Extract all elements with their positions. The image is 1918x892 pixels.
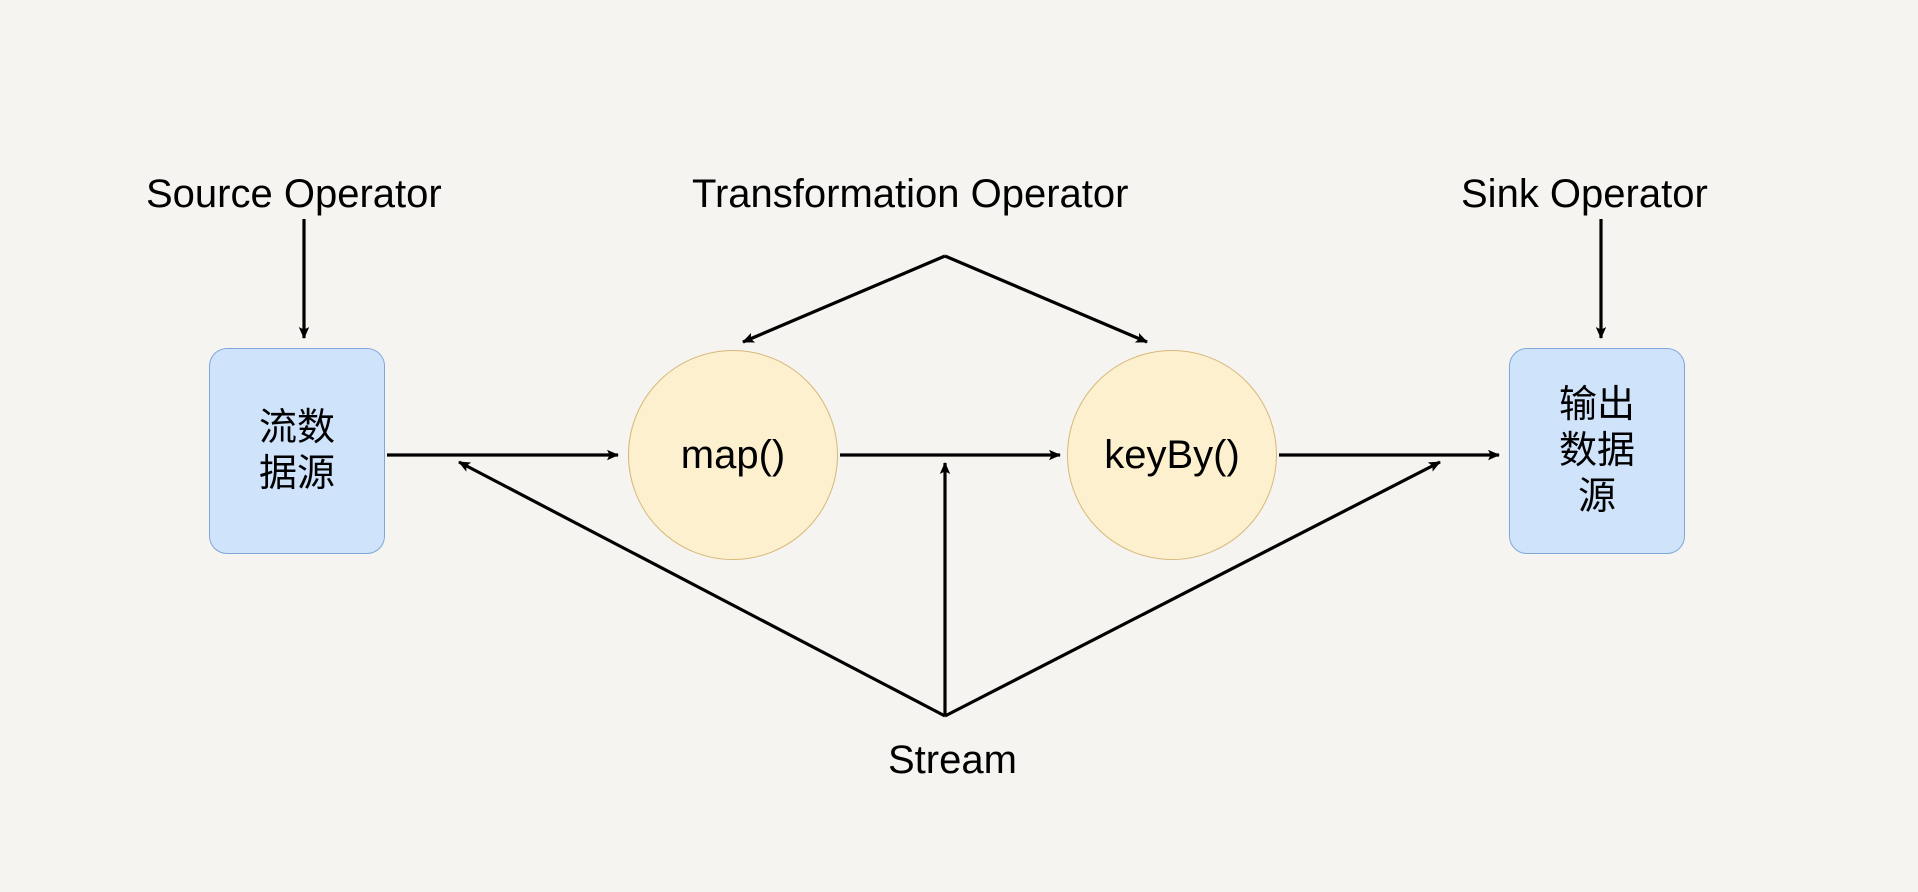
edge-stream-to-sink-edge — [944, 460, 1441, 718]
node-keyby-label: keyBy() — [1068, 351, 1276, 559]
edge-transformation-to-keyby — [944, 254, 1148, 344]
annotation-sink-operator: Sink Operator — [1461, 172, 1708, 216]
node-source-label: 流数 据源 — [210, 349, 384, 553]
annotation-transformation-operator: Transformation Operator — [692, 172, 1129, 216]
node-keyby[interactable]: keyBy() — [1067, 350, 1277, 560]
node-sink-label: 输出 数据 源 — [1510, 349, 1684, 553]
node-sink-label-line-3: 源 — [1577, 476, 1616, 518]
node-sink-label-line-2: 数据 — [1558, 430, 1635, 472]
node-source[interactable]: 流数 据源 — [209, 348, 385, 554]
annotation-stream: Stream — [888, 738, 1017, 782]
node-sink[interactable]: 输出 数据 源 — [1509, 348, 1685, 554]
node-source-label-line-1: 流数 — [258, 407, 335, 449]
edge-transformation-to-map — [742, 254, 946, 344]
node-source-label-line-2: 据源 — [258, 453, 335, 495]
annotation-source-operator: Source Operator — [146, 172, 442, 216]
node-map-label-text: map() — [680, 433, 786, 477]
node-keyby-label-text: keyBy() — [1104, 433, 1240, 477]
node-map[interactable]: map() — [628, 350, 838, 560]
node-sink-label-line-1: 输出 — [1558, 384, 1635, 426]
edge-stream-to-source-edge — [458, 460, 946, 718]
node-map-label: map() — [629, 351, 837, 559]
